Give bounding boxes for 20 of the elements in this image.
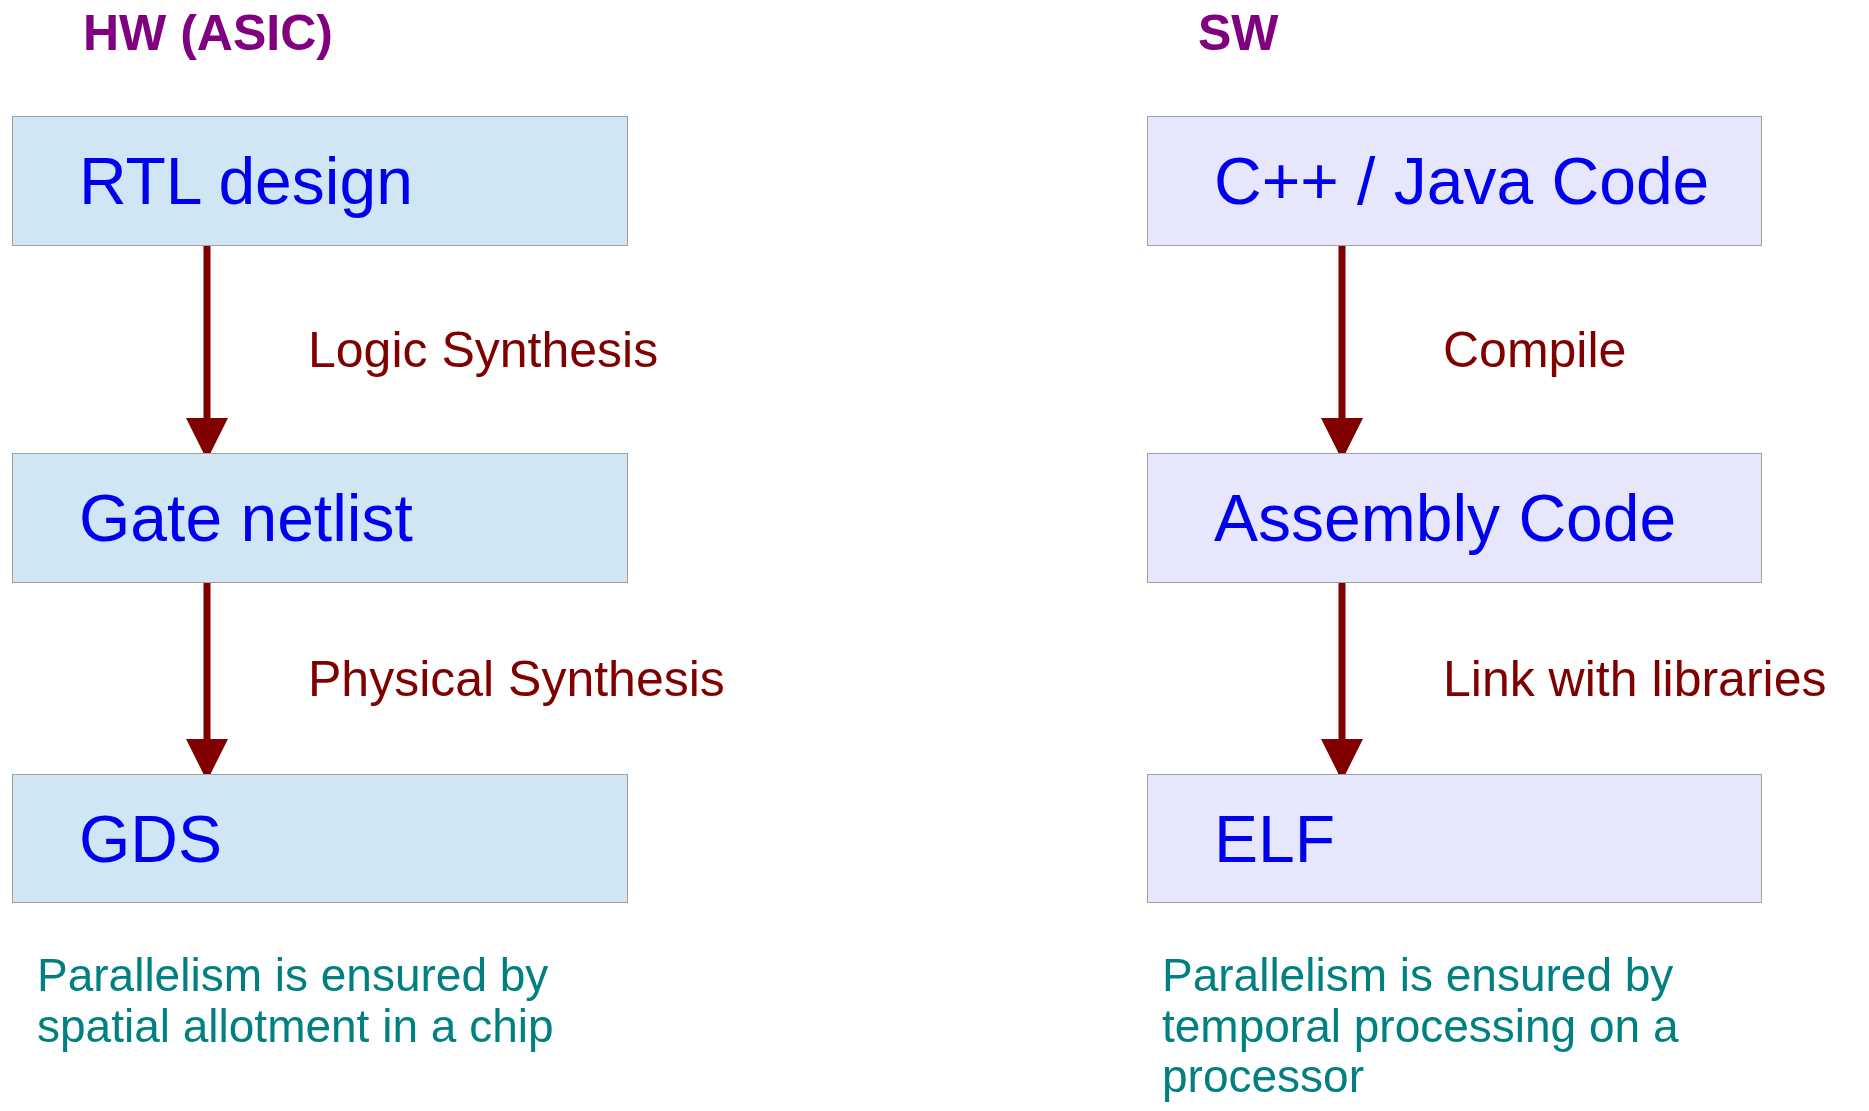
box-title: C++ / Java Code — [1214, 143, 1710, 219]
heading: HW (ASIC) — [83, 6, 333, 61]
process-box — [12, 774, 628, 903]
edge-label: Logic Synthesis — [308, 320, 659, 379]
box-title: GDS — [79, 800, 223, 877]
edge-label: Link with libraries — [1443, 649, 1827, 708]
edge-label: Compile — [1443, 320, 1627, 379]
edge-label: Physical Synthesis — [308, 649, 725, 708]
note-text: Parallelism is ensured by spatial allotment in a chip — [37, 950, 555, 1052]
process-box — [12, 116, 628, 246]
box-title: ELF — [1214, 800, 1336, 877]
box-title: RTL design — [79, 143, 413, 219]
process-box — [12, 453, 628, 583]
box-title: Gate netlist — [79, 480, 413, 556]
heading: SW — [1198, 6, 1279, 61]
process-box — [1147, 116, 1762, 246]
process-box — [1147, 774, 1762, 903]
box-title: Assembly Code — [1214, 480, 1677, 556]
process-box — [1147, 453, 1762, 583]
note-text: Parallelism is ensured by temporal processing on a processor — [1162, 950, 1680, 1102]
